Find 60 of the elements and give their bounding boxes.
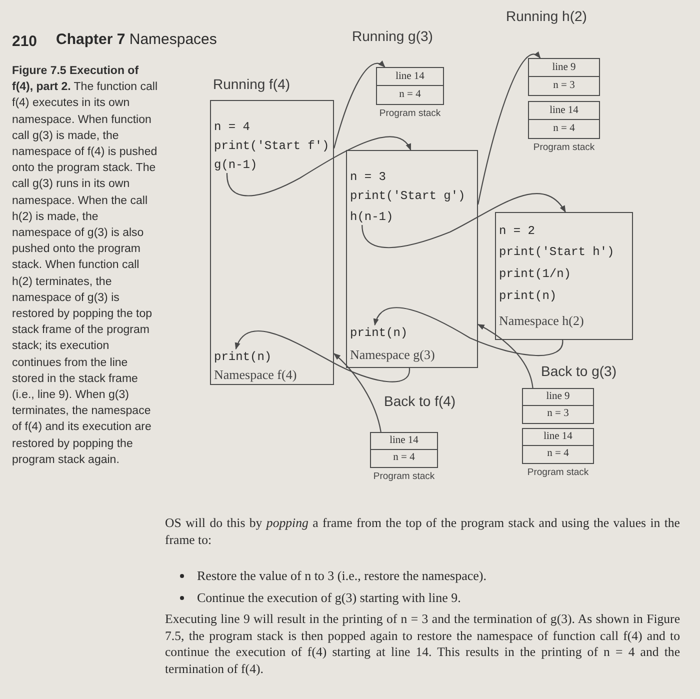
curved-arrow [362, 193, 566, 248]
stack-caption: Program stack [532, 142, 596, 153]
namespace-box [346, 150, 478, 368]
code-line: g(n-1) [214, 157, 258, 173]
saved-value-text: n = 3 [552, 78, 576, 93]
namespace-box [495, 212, 633, 340]
saved-line-text: line 14 [377, 68, 443, 86]
namespace-label: Namespace f(4) [214, 367, 297, 383]
list-item: Restore the value of n to 3 (i.e., restore the namespace). [197, 567, 486, 584]
curved-arrow [333, 353, 382, 432]
list-item: Continue the execution of g(3) starting with line 9. [197, 589, 461, 606]
stack-frame [528, 58, 600, 96]
body-paragraph: Executing line 9 will result in the printing of n = 3 and the termination of g(3). As shown in Figure 7.5, the program stack is then popped again to restore the namespace of function call f(4) and to continue the execution of f(4) starting at line 14. This results in the printing of n = 4 and the termination of f(4). [165, 611, 680, 677]
stack-frame [522, 388, 594, 424]
code-line: print(n) [350, 325, 408, 341]
code-line: print('Start h') [499, 244, 614, 260]
saved-line-text: line 9 [523, 389, 593, 406]
code-line: n = 2 [499, 223, 536, 239]
stack-frame [376, 67, 444, 105]
saved-value-text: n = 4 [546, 446, 570, 461]
saved-value-text: n = 4 [392, 450, 416, 465]
saved-line-text: line 14 [371, 433, 437, 450]
code-line: print(n) [499, 288, 557, 304]
code-line: n = 3 [350, 169, 386, 185]
stack-caption: Program stack [372, 471, 436, 482]
saved-line-text: line 9 [529, 59, 599, 77]
running-head: Chapter 7 Namespaces [56, 31, 217, 48]
code-line: print(1/n) [499, 266, 572, 282]
stack-caption: Program stack [526, 467, 590, 478]
code-line: print(n) [214, 349, 272, 365]
stack-caption: Program stack [378, 108, 442, 119]
curved-arrow [226, 136, 412, 196]
stack-frame [370, 432, 438, 468]
code-line: n = 4 [214, 119, 250, 135]
curved-arrow [374, 307, 564, 356]
panel-heading: Back to g(3) [541, 363, 616, 379]
panel-heading: Running h(2) [506, 8, 587, 24]
namespace-label: Namespace h(2) [499, 313, 584, 329]
curved-arrow [477, 324, 534, 388]
saved-value-text: n = 3 [546, 406, 570, 421]
code-line: print('Start f') [214, 138, 330, 154]
namespace-label: Namespace g(3) [350, 347, 435, 363]
stack-frame [528, 101, 600, 139]
code-line: print('Start g') [350, 188, 466, 204]
saved-value-text: n = 4 [552, 122, 576, 136]
figure-caption: Figure 7.5 Execution of f(4), part 2. The function call f(4) executes in its own namespace. When function call g(3) is made, the namespace of f(4) is pushed onto the program stack. The call g(3) runs in its own namespace. When the call h(2) is made, the namespace of g(3) is also pushed onto the program stack. When function call h(2) terminates, the namespace of g(3) is restored by popping the top stack frame of the program stack; its execution continues from the line stored in the stack frame (i.e., line 9). When g(3) terminates, the namespace of f(4) and its execution are restored by popping the program stack again. [12, 64, 159, 468]
page-number: 210 [12, 33, 38, 50]
stack-frame [522, 428, 594, 464]
panel-heading: Running f(4) [213, 76, 290, 92]
saved-value-text: n = 4 [398, 88, 422, 102]
panel-heading: Running g(3) [352, 28, 433, 44]
namespace-box [210, 100, 334, 385]
saved-line-text: line 14 [529, 102, 599, 120]
curved-arrow [235, 330, 410, 382]
panel-heading: Back to f(4) [384, 393, 456, 409]
curved-arrow [477, 52, 541, 205]
curved-arrow [333, 61, 386, 149]
saved-line-text: line 14 [523, 429, 593, 446]
code-line: h(n-1) [350, 209, 394, 225]
body-paragraph: OS will do this by popping a frame from the top of the program stack and using the values in the frame to: [165, 515, 680, 549]
